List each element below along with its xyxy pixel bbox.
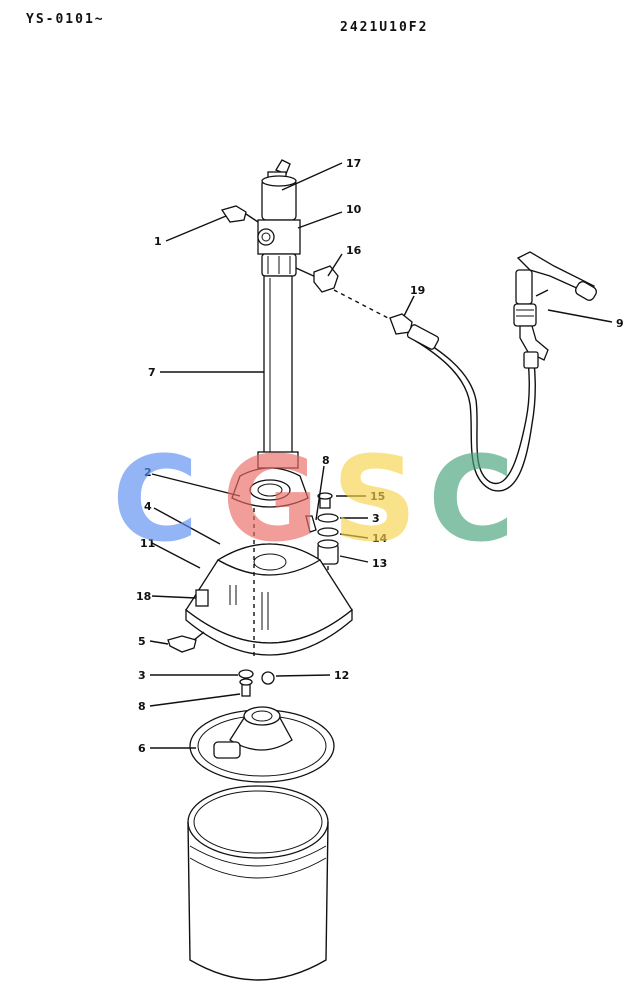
grease-gun — [513, 251, 597, 369]
label-8-lower: 8 — [138, 700, 146, 713]
label-2: 2 — [144, 466, 152, 479]
label-3-upper: 3 — [372, 512, 380, 525]
leader-lines — [149, 162, 613, 749]
outlet-coupling — [295, 265, 413, 335]
label-13: 13 — [372, 557, 387, 570]
follower-plate — [231, 467, 309, 508]
label-19: 19 — [410, 284, 425, 297]
lower-fasteners — [238, 669, 275, 697]
label-4: 4 — [144, 500, 152, 513]
label-16: 16 — [346, 244, 362, 257]
label-9: 9 — [616, 317, 624, 330]
grease-drum — [187, 785, 329, 981]
part-number-labels: 17 10 1 16 19 9 7 2 8 15 4 3 14 11 13 18… — [136, 157, 624, 755]
watermark-letter-3: S — [332, 430, 417, 568]
label-10: 10 — [346, 203, 362, 216]
label-15: 15 — [370, 490, 385, 503]
watermark: C G S C — [112, 430, 515, 568]
suction-tube — [257, 275, 299, 469]
label-14: 14 — [372, 532, 388, 545]
label-17: 17 — [346, 157, 361, 170]
label-11: 11 — [140, 537, 155, 550]
watermark-letter-2: G — [222, 430, 319, 568]
label-8-upper: 8 — [322, 454, 330, 467]
label-7: 7 — [148, 366, 156, 379]
bleeder-valve — [167, 631, 205, 653]
label-18: 18 — [136, 590, 151, 603]
label-6: 6 — [138, 742, 146, 755]
grease-hose — [406, 324, 537, 492]
drum-cover — [185, 508, 353, 656]
label-3-lower: 3 — [138, 669, 146, 682]
label-5: 5 — [138, 635, 146, 648]
small-fasteners — [305, 492, 339, 616]
drawing-code-right: 2421U10F2 — [340, 20, 429, 35]
label-1: 1 — [154, 235, 162, 248]
drum-lid — [189, 706, 335, 783]
pump-head — [220, 159, 301, 277]
watermark-letter-4: C — [428, 430, 515, 568]
label-12: 12 — [334, 669, 349, 682]
drawing-code-left: YS-0101~ — [26, 12, 105, 27]
watermark-letter-1: C — [112, 430, 199, 568]
